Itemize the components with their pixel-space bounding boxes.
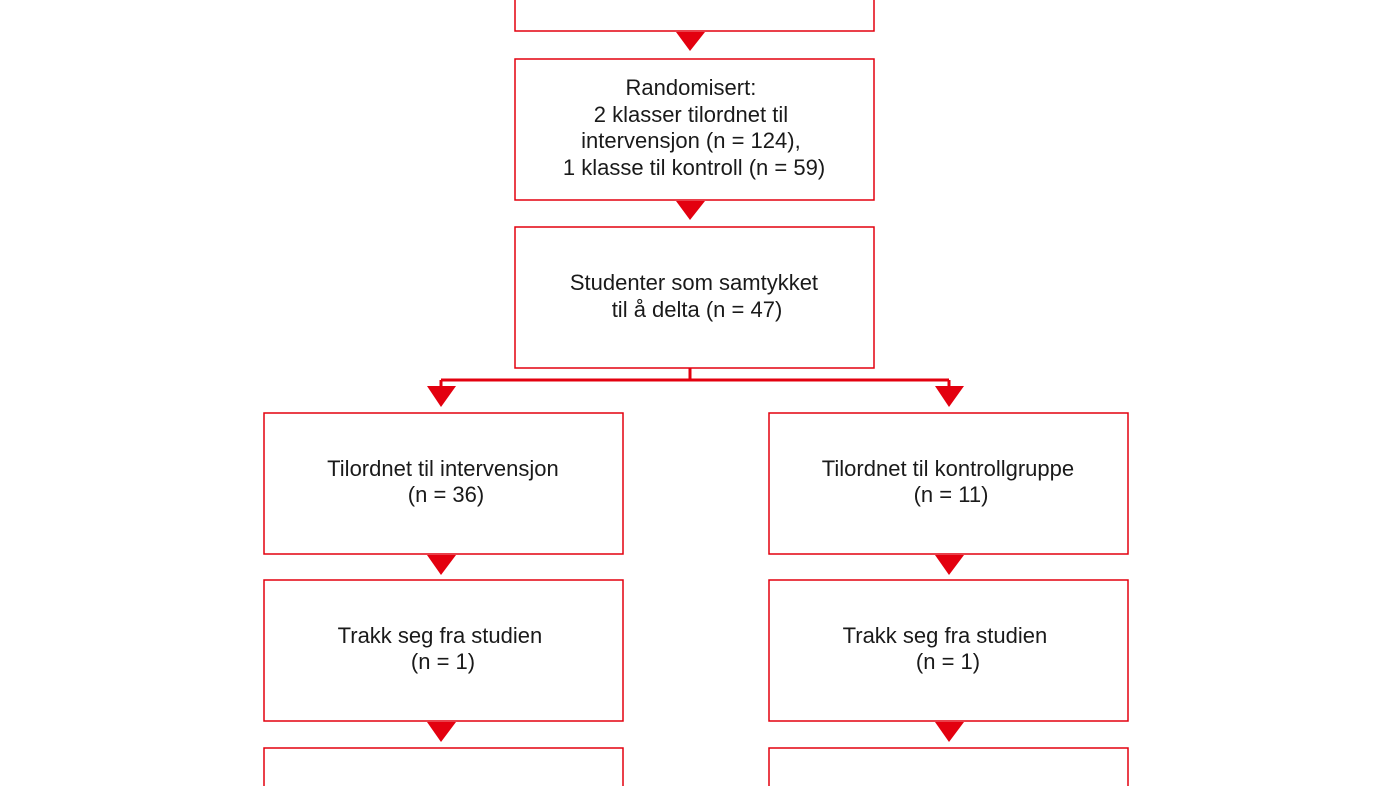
node-text-line: (n = 1) [916,649,980,674]
node-box-withdrew-intervention [263,579,624,722]
node-text-line: Tilordnet til intervensjon [327,456,559,481]
node-text-line: Randomisert: [626,75,757,100]
node-box-control [768,412,1129,555]
node-text-randomized: Randomisert: 2 klasser tilordnet til int… [563,75,825,180]
arrow-intervention-to-withdrew [427,555,456,575]
node-text-line: Tilordnet til kontrollgruppe [822,456,1074,481]
arrow-control-to-withdrew [935,555,964,575]
node-text-line: Studenter som samtykket [570,270,818,295]
node-text-consented: Studenter som samtykket til å delta (n =… [570,270,824,322]
arrow-randomized-to-consented [676,201,705,220]
node-text-line: (n = 11) [914,482,989,507]
node-box-consented [514,226,875,369]
node-text-line: (n = 1) [411,649,475,674]
node-text-intervention: Tilordnet til intervensjon (n = 36) [327,456,565,507]
node-box-withdrew-control [768,579,1129,722]
node-text-withdrew-intervention: Trakk seg fra studien (n = 1) [338,623,549,674]
node-text-line: 1 klasse til kontroll (n = 59) [563,155,825,180]
arrow-withdrew-control-to-next [935,722,964,742]
node-text-line: Trakk seg fra studien [338,623,543,648]
node-box-bottom-left-cut [263,747,624,786]
arrow-to-intervention [427,386,456,407]
arrow-to-control [935,386,964,407]
node-text-control: Tilordnet til kontrollgruppe (n = 11) [822,456,1080,507]
node-text-line: Trakk seg fra studien [843,623,1048,648]
arrow-top-to-randomized [676,32,705,51]
node-box-randomized [514,58,875,201]
arrow-withdrew-intervention-to-next [427,722,456,742]
node-text-line: (n = 36) [408,482,484,507]
node-box-bottom-right-cut [768,747,1129,786]
node-text-line: til å delta (n = 47) [612,297,783,322]
node-text-line: 2 klasser tilordnet til [594,102,788,127]
node-box-intervention [263,412,624,555]
node-text-withdrew-control: Trakk seg fra studien (n = 1) [843,623,1054,674]
node-text-line: intervensjon (n = 124), [581,128,801,153]
node-box-top-cut [514,0,875,32]
